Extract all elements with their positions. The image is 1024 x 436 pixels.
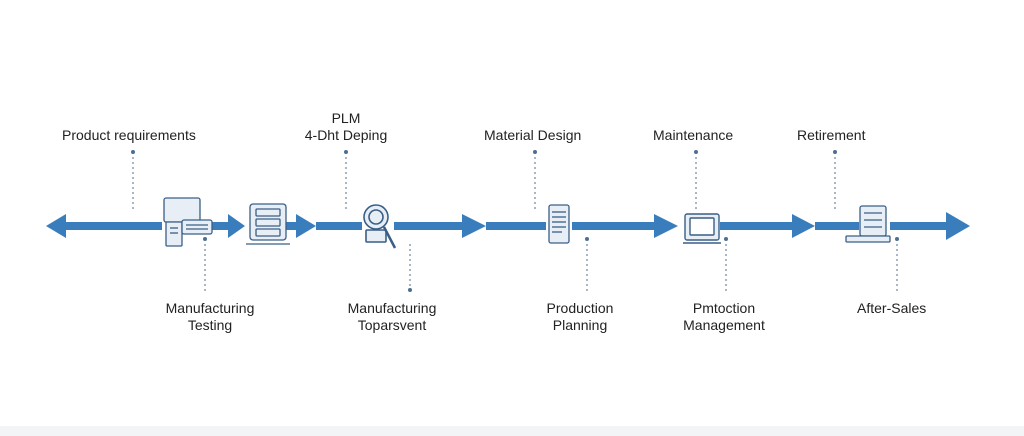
connector-dot (533, 150, 537, 154)
label-product-requirements: Product requirements (62, 127, 196, 143)
arrow-segment-2 (212, 222, 230, 230)
timeline-arrows (46, 212, 970, 240)
label-after-sales: After-Sales (857, 300, 927, 316)
arrow-segment-9 (815, 222, 859, 230)
connector-dot (131, 150, 135, 154)
label-maintenance: Maintenance (653, 127, 734, 143)
label-plm-line-1: PLM (331, 110, 361, 126)
connectors (132, 152, 898, 292)
document-icon (548, 204, 570, 244)
connector-dot (408, 288, 412, 292)
arrow-segment-10 (890, 222, 948, 230)
computer-desktop-icon (163, 197, 213, 247)
connector-dot (833, 150, 837, 154)
magnifier-icon (363, 204, 397, 249)
connector-dot (895, 237, 899, 241)
label-pmtoction-management-line-2: Management (683, 317, 765, 333)
monitor-icon (683, 213, 721, 244)
connector-dot (724, 237, 728, 241)
label-retirement: Retirement (797, 127, 866, 143)
label-plm: PLM 4-Dht Deping (300, 110, 392, 144)
arrow-segment-4 (316, 222, 362, 230)
arrow-segment-3 (286, 222, 298, 230)
arrow-segment-8 (720, 222, 794, 230)
label-manufacturing-toparsvent-line-1: Manufacturing (347, 300, 437, 316)
server-rack-icon (246, 203, 290, 245)
right-arrowhead (946, 212, 970, 240)
connector-dots (131, 150, 899, 292)
label-manufacturing-toparsvent-line-2: Toparsvent (357, 317, 427, 333)
label-manufacturing-toparsvent: Manufacturing Toparsvent (340, 300, 444, 334)
label-plm-line-2: 4-Dht Deping (304, 127, 388, 143)
label-production-planning-line-1: Production (546, 300, 614, 316)
connector-dot (585, 237, 589, 241)
label-material-design: Material Design (484, 127, 582, 143)
arrowhead-7 (654, 214, 678, 238)
arrow-segment-7 (572, 222, 656, 230)
arrowhead-3 (296, 214, 316, 238)
connector-dot (344, 150, 348, 154)
connector-dot (694, 150, 698, 154)
label-pmtoction-management: Pmtoction Management (672, 300, 776, 334)
label-manufacturing-testing: Manufacturing Testing (158, 300, 262, 334)
arrowhead-8 (792, 214, 815, 238)
label-production-planning-line-2: Planning (552, 317, 608, 333)
label-pmtoction-management-line-1: Pmtoction (692, 300, 756, 316)
arrow-segment-6 (486, 222, 546, 230)
left-arrowhead (46, 214, 66, 238)
arrow-segment-5 (394, 222, 464, 230)
label-manufacturing-testing-line-1: Manufacturing (165, 300, 255, 316)
label-production-planning: Production Planning (530, 300, 630, 334)
arrowhead-2 (228, 214, 245, 238)
arrowhead-5 (462, 214, 486, 238)
label-manufacturing-testing-line-2: Testing (187, 317, 233, 333)
arrow-segment-1 (64, 222, 162, 230)
connector-dot (203, 237, 207, 241)
bottom-edge (0, 426, 1024, 436)
server-laptop-icon (845, 205, 891, 243)
